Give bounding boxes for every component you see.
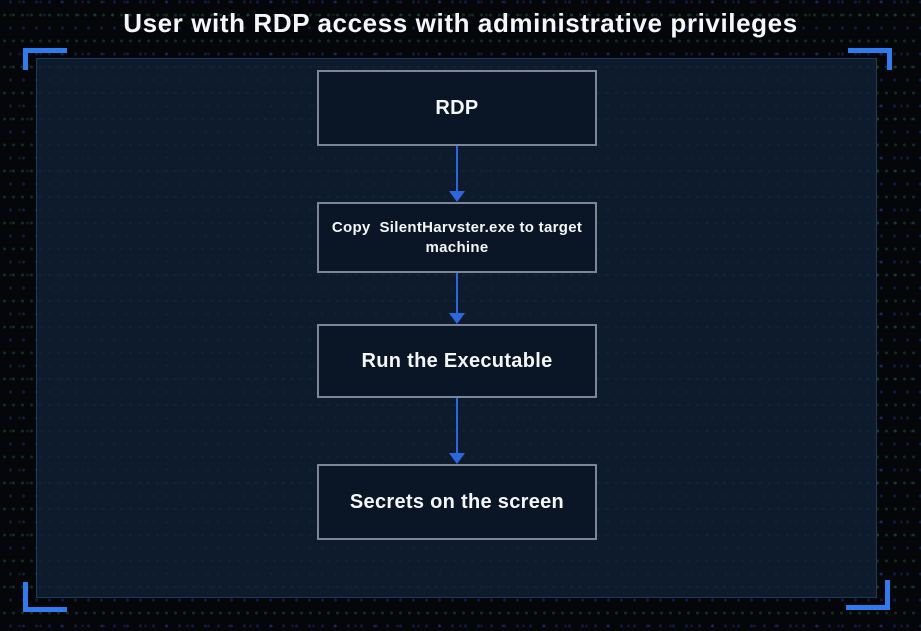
page-title: User with RDP access with administrative… xyxy=(123,8,798,38)
flow-arrow-3 xyxy=(449,398,465,464)
flow-node-label: Secrets on the screen xyxy=(349,491,565,513)
arrow-line xyxy=(456,398,458,453)
flow-arrow-1 xyxy=(449,146,465,202)
arrow-line xyxy=(456,146,458,191)
flow-node-rdp: RDP xyxy=(317,70,597,146)
flow-node-label: Copy SilentHarvster.exe to target machin… xyxy=(331,219,583,256)
arrow-line xyxy=(456,273,458,313)
flowchart-panel: RDP Copy SilentHarvster.exe to target ma… xyxy=(36,58,877,598)
corner-bracket-top-right xyxy=(848,48,892,70)
arrow-head-icon xyxy=(449,453,465,464)
corner-bracket-bottom-right xyxy=(846,580,890,610)
corner-bracket-bottom-left xyxy=(23,582,67,612)
flow-node-copy-exe: Copy SilentHarvster.exe to target machin… xyxy=(317,202,597,273)
arrow-head-icon xyxy=(449,313,465,324)
flow-arrow-2 xyxy=(449,273,465,324)
flow-node-label: Run the Executable xyxy=(361,350,553,372)
corner-bracket-top-left xyxy=(23,48,67,70)
arrow-head-icon xyxy=(449,191,465,202)
flow-node-secrets: Secrets on the screen xyxy=(317,464,597,540)
flow-node-label: RDP xyxy=(435,97,479,119)
flow-node-run-executable: Run the Executable xyxy=(317,324,597,398)
